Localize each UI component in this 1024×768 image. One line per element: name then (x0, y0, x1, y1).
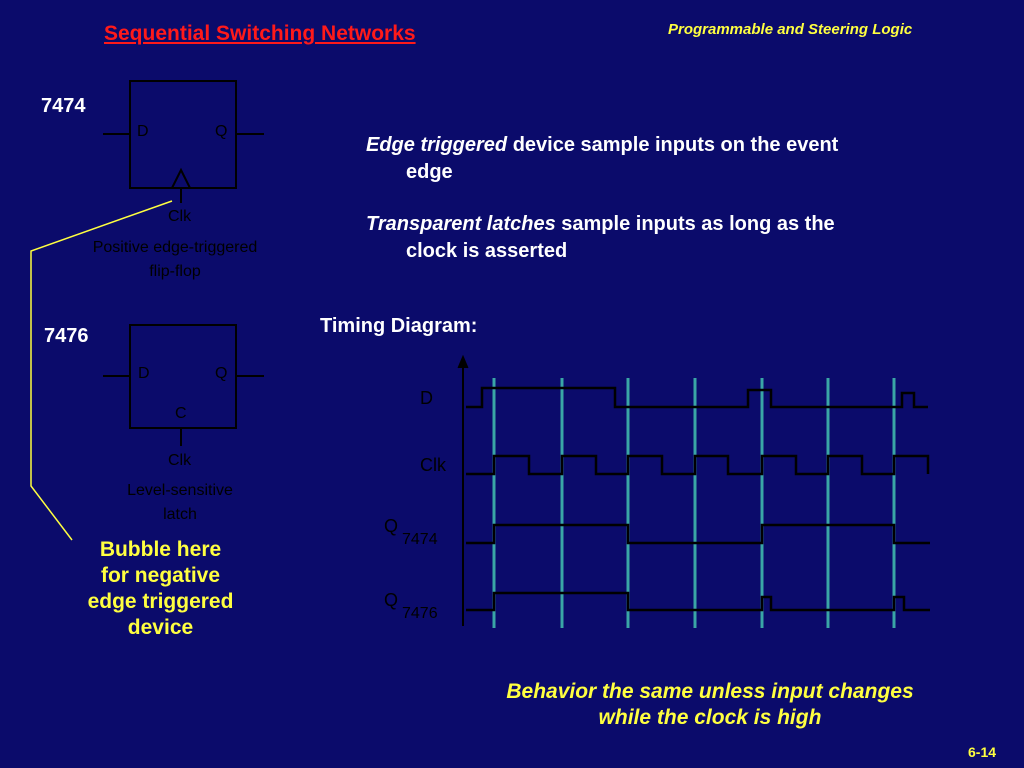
ff7474-d-label: D (137, 123, 149, 140)
slide-subtitle: Programmable and Steering Logic (668, 21, 913, 38)
clock-edge-gridlines (492, 378, 896, 628)
latch7476-d-label: D (138, 365, 150, 382)
edge-triggered-cont: edge (406, 161, 453, 183)
ff7474-caption-line: Positive edge-triggered (92, 239, 258, 256)
transparent-latch-cont: clock is asserted (406, 240, 568, 262)
bubble-note-line: edge triggered (87, 590, 234, 613)
signal-label-q7476: Q (384, 590, 399, 610)
ff7474-clock-triangle (171, 167, 191, 189)
latch7476-caption-line: Level-sensitive (127, 482, 233, 499)
latch7476-part-number: 7476 (44, 325, 89, 347)
latch7476-caption: Level-sensitive latch (80, 479, 280, 527)
transparent-latch-point: Transparent latches sample inputs as lon… (366, 211, 1006, 265)
ff7474-q-label: Q (215, 123, 228, 140)
behavior-note: Behavior the same unless input changes w… (440, 679, 980, 731)
page-number: 6-14 (968, 744, 997, 760)
behavior-note-line: while the clock is high (598, 706, 822, 729)
signal-label-q7474: Q (384, 516, 399, 536)
bubble-note-line: Bubble here (99, 538, 222, 561)
ff7474-caption-line: flip-flop (149, 263, 201, 280)
bubble-note: Bubble here for negative edge triggered … (58, 537, 263, 641)
latch7476-clk-label: Clk (168, 452, 192, 469)
ff7474-part-number: 7474 (41, 95, 86, 117)
q7474-waveform (466, 523, 930, 545)
bubble-callout-line (30, 200, 173, 541)
signal-label-clk: Clk (420, 455, 446, 475)
signal-label-q7476-sub: 7476 (402, 605, 438, 622)
signal-label-d: D (420, 388, 433, 408)
timing-axis-arrow (457, 354, 469, 369)
edge-triggered-line: Edge triggered device sample inputs on t… (366, 132, 1006, 159)
edge-triggered-point: Edge triggered device sample inputs on t… (366, 132, 1006, 186)
transparent-latch-line: Transparent latches sample inputs as lon… (366, 211, 1006, 238)
edge-triggered-rest: device sample inputs on the event (507, 134, 839, 156)
clk-waveform (466, 454, 930, 476)
q7476-waveform (466, 591, 930, 612)
ff7474-caption: Positive edge-triggered flip-flop (60, 236, 290, 284)
latch7476-caption-line: latch (163, 506, 197, 523)
ff7474-clk-label: Clk (168, 208, 192, 225)
bubble-note-line: for negative (100, 564, 221, 587)
bubble-note-line: device (127, 616, 194, 639)
transparent-latch-rest: sample inputs as long as the (555, 213, 835, 235)
latch7476-c-label: C (175, 405, 187, 422)
slide-title: Sequential Switching Networks (104, 22, 416, 45)
behavior-note-line: Behavior the same unless input changes (506, 680, 914, 703)
latch7476-q-label: Q (215, 365, 228, 382)
transparent-latch-term: Transparent latches (366, 213, 556, 235)
edge-triggered-term: Edge triggered (366, 134, 508, 156)
d-waveform (466, 386, 928, 409)
signal-label-q7474-sub: 7474 (402, 531, 438, 548)
timing-diagram-heading: Timing Diagram: (320, 315, 478, 337)
